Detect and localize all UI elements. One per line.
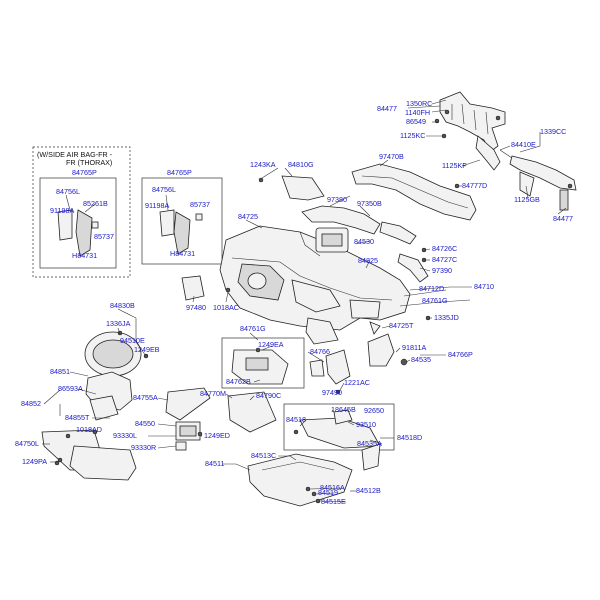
part-label-84765P-b: 84765P — [167, 168, 192, 177]
cluster-fascia — [84, 330, 149, 421]
part-label-84725T: 84725T — [389, 321, 414, 330]
part-label-1018AD: 1018AD — [76, 425, 102, 434]
lower-left-cover — [41, 429, 137, 481]
part-label-84410E: 84410E — [511, 140, 536, 149]
part-label-97390: 97390 — [432, 266, 452, 275]
part-label-1125KF: 1125KF — [442, 161, 467, 170]
part-label-84725: 84725 — [238, 212, 258, 221]
part-label-1221AC: 1221AC — [344, 378, 370, 387]
part-label-84762B: 84762B — [226, 377, 251, 386]
leader-lines — [42, 99, 567, 503]
part-label-84518D: 84518D — [397, 433, 422, 442]
part-label-97380: 97380 — [327, 195, 347, 204]
part-label-84530: 84530 — [354, 237, 374, 246]
part-label-93510: 93510 — [356, 420, 376, 429]
center-tray — [165, 387, 277, 451]
part-label-84726C: 84726C — [432, 244, 457, 253]
part-label-93330R: 93330R — [131, 443, 156, 452]
note-airbag-line2: FR (THORAX) — [66, 158, 112, 167]
part-label-84755A: 84755A — [133, 393, 158, 402]
part-label-84710: 84710 — [474, 282, 494, 291]
cowl-cross-bar-assembly — [439, 91, 577, 211]
part-label-1336JA: 1336JA — [106, 319, 131, 328]
part-label-84830B: 84830B — [110, 301, 135, 310]
part-label-1249PA: 1249PA — [22, 457, 47, 466]
part-label-93330L: 93330L — [113, 431, 137, 440]
part-label-1335JD: 1335JD — [434, 313, 459, 322]
right-side-covers — [309, 321, 408, 395]
part-label-84477-bottom: 84477 — [553, 214, 573, 223]
part-label-1249EA: 1249EA — [258, 340, 284, 349]
part-label-85737-b: 85737 — [190, 200, 210, 209]
part-label-84855T: 84855T — [65, 413, 90, 422]
part-label-84761G-center: 84761G — [240, 324, 266, 333]
part-label-1350RC: 1350RC — [406, 99, 432, 108]
side-airbag-variant-box — [32, 146, 131, 278]
part-label-85261B: 85261B — [83, 199, 108, 208]
part-label-1125GB: 1125GB — [514, 195, 540, 204]
part-label-84756L-b: 84756L — [152, 185, 176, 194]
part-label-91811A: 91811A — [402, 343, 426, 352]
part-label-84766P: 84766P — [448, 350, 473, 359]
part-label-84750L: 84750L — [15, 439, 39, 448]
part-label-1339CC: 1339CC — [540, 127, 566, 136]
part-label-92650: 92650 — [364, 406, 384, 415]
part-label-91198A-a: 91198A — [50, 206, 74, 215]
part-label-84825: 84825 — [358, 256, 378, 265]
part-label-84511: 84511 — [205, 459, 224, 468]
part-label-84756L-a: 84756L — [56, 187, 80, 196]
part-label-84516A: 84516A — [320, 483, 345, 492]
main-instrument-panel — [181, 225, 411, 345]
part-label-84770M: 84770M — [200, 389, 226, 398]
part-label-84518: 84518 — [286, 415, 306, 424]
part-label-84515E: 84515E — [321, 497, 346, 506]
part-label-84777D: 84777D — [462, 181, 487, 190]
part-label-84852: 84852 — [21, 399, 41, 408]
part-label-84727C: 84727C — [432, 255, 457, 264]
part-label-1140FH: 1140FH — [405, 108, 430, 117]
part-label-84790C: 84790C — [256, 391, 281, 400]
part-label-84761G-right: 84761G — [422, 296, 448, 305]
part-label-1243KA: 1243KA — [250, 160, 276, 169]
part-label-18645B: 18645B — [331, 405, 356, 414]
part-label-84535A: 84535A — [357, 439, 382, 448]
part-label-1125KC: 1125KC — [400, 131, 425, 140]
part-label-97480: 97480 — [186, 303, 206, 312]
part-label-84477-top: 84477 — [377, 104, 397, 113]
center-lower-stack-box — [221, 337, 305, 389]
part-label-85737-a: 85737 — [94, 232, 114, 241]
part-label-H84731-b: H84731 — [170, 249, 195, 258]
part-label-86593A: 86593A — [58, 384, 83, 393]
part-label-1249EB: 1249EB — [134, 345, 160, 354]
part-label-84851: 84851 — [50, 367, 70, 376]
part-label-97350B: 97350B — [357, 199, 382, 208]
note-airbag-line1: (W/SIDE AIR BAG-FR - — [37, 150, 113, 159]
part-label-H84731-a: H84731 — [72, 251, 97, 260]
passenger-airbag-module — [315, 227, 349, 253]
part-label-84550: 84550 — [135, 419, 155, 428]
knee-airbag-bracket-box — [141, 177, 223, 265]
part-label-84765P-a: 84765P — [72, 168, 97, 177]
glove-box-assembly-box — [283, 403, 395, 471]
glove-box-door — [247, 453, 353, 507]
defroster-ducts — [281, 163, 477, 245]
side-vent — [397, 247, 431, 321]
part-label-97470B: 97470B — [379, 152, 404, 161]
part-label-91198A-b: 91198A — [145, 201, 169, 210]
part-label-84512B: 84512B — [356, 486, 381, 495]
part-label-1018AC: 1018AC — [213, 303, 239, 312]
part-label-94510E: 94510E — [120, 336, 145, 345]
part-label-84513C: 84513C — [251, 451, 276, 460]
part-label-86549: 86549 — [406, 117, 426, 126]
part-label-84810G: 84810G — [288, 160, 314, 169]
part-label-97490: 97490 — [322, 388, 342, 397]
part-label-84766: 84766 — [310, 347, 330, 356]
part-label-84519: 84519 — [318, 488, 338, 497]
part-label-84535: 84535 — [411, 355, 431, 364]
part-label-84712D: 84712D — [419, 284, 444, 293]
part-label-1249ED: 1249ED — [204, 431, 230, 440]
